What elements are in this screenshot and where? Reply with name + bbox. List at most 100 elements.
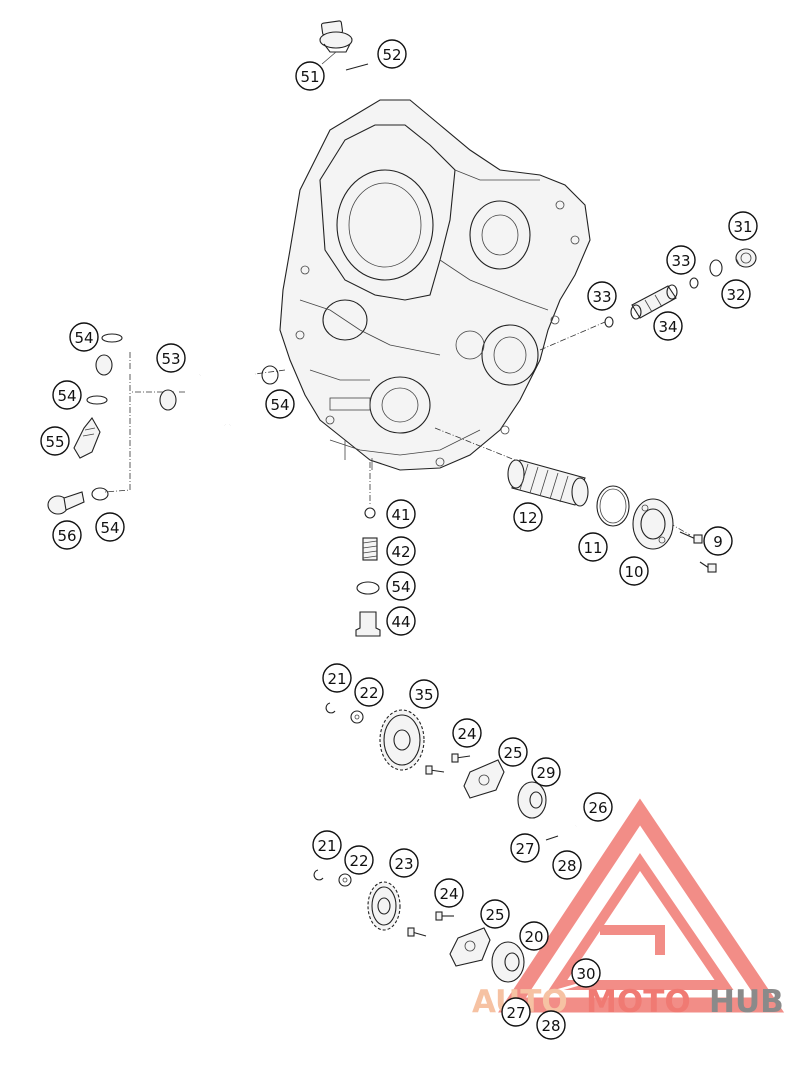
callout-number: 51: [300, 68, 319, 86]
callout-number: 25: [485, 906, 504, 924]
callout-circle: [409, 679, 439, 709]
callout-c55: 55: [40, 426, 70, 456]
callout-circle: [583, 792, 613, 822]
callout-number: 54: [100, 519, 119, 537]
part-rotor-29: [517, 781, 547, 819]
callout-circle: [377, 39, 407, 69]
callout-c56: 56: [52, 520, 82, 550]
part-dipstick: [319, 20, 369, 71]
callout-number: 54: [391, 578, 410, 596]
callout-number: 24: [457, 725, 476, 743]
part-ball-41: [364, 507, 376, 519]
callout-number: 54: [57, 387, 76, 405]
callout-c24b: 24: [434, 878, 464, 908]
callout-c42: 42: [386, 536, 416, 566]
callout-circle: [322, 663, 352, 693]
callout-circle: [344, 845, 374, 875]
callout-circle: [295, 61, 325, 91]
part-screws-24b: [407, 911, 454, 937]
callout-number: 52: [382, 46, 401, 64]
callout-number: 35: [414, 686, 433, 704]
callout-circle: [666, 245, 696, 275]
callout-c24a: 24: [452, 718, 482, 748]
callout-c52: 52: [377, 39, 407, 69]
part-screws-9: [679, 531, 717, 573]
callout-circle: [501, 997, 531, 1027]
part-shaft-30: [551, 982, 581, 994]
callout-c32: 32: [721, 279, 751, 309]
callout-c25b: 25: [480, 899, 510, 929]
callout-c22b: 22: [344, 845, 374, 875]
callout-c28a: 28: [552, 850, 582, 880]
callout-number: 54: [74, 329, 93, 347]
callout-circle: [578, 532, 608, 562]
crankcase: [279, 99, 591, 471]
part-strainer-34: [630, 284, 678, 320]
watermark-moto: MOTO: [586, 984, 691, 1020]
part-filter-cover-10: [632, 498, 674, 550]
callout-number: 21: [327, 670, 346, 688]
part-washer-54c: [261, 365, 279, 385]
callout-circle: [434, 878, 464, 908]
callout-c33a: 33: [666, 245, 696, 275]
callout-c35: 35: [409, 679, 439, 709]
leader-lines: [104, 321, 691, 536]
part-washer-54b: [86, 395, 108, 405]
callout-c11: 11: [578, 532, 608, 562]
callout-c34: 34: [653, 311, 683, 341]
callout-c26: 26: [583, 792, 613, 822]
part-washer-54d: [91, 487, 109, 501]
callout-number: 20: [524, 928, 543, 946]
callout-c54d: 54: [95, 512, 125, 542]
callout-number: 29: [536, 764, 555, 782]
callout-c21a: 21: [322, 663, 352, 693]
callout-number: 31: [733, 218, 752, 236]
callout-number: 21: [317, 837, 336, 855]
callout-c25a: 25: [498, 737, 528, 767]
logo-outer-triangle: [498, 798, 785, 1013]
part-bolt-56: [47, 491, 85, 515]
callout-number: 9: [713, 533, 723, 551]
callout-number: 55: [45, 433, 64, 451]
callout-number: 28: [557, 857, 576, 875]
callout-number: 44: [391, 613, 410, 631]
callout-c54e: 54: [386, 571, 416, 601]
part-washer-54a: [101, 333, 123, 343]
callout-number: 25: [503, 744, 522, 762]
callout-circle: [513, 502, 543, 532]
callout-c23: 23: [389, 848, 419, 878]
callout-circle: [265, 389, 295, 419]
callout-number: 22: [359, 684, 378, 702]
part-oring-11: [596, 485, 630, 527]
callout-circle: [531, 757, 561, 787]
callout-c12: 12: [513, 502, 543, 532]
callout-number: 32: [726, 286, 745, 304]
callout-number: 34: [658, 318, 677, 336]
callout-number: 54: [270, 396, 289, 414]
callout-circle: [389, 848, 419, 878]
part-oring-33a: [689, 277, 699, 289]
part-washer-32: [709, 259, 723, 277]
callout-circle: [703, 526, 733, 556]
callout-number: 33: [671, 252, 690, 270]
callout-number: 41: [391, 506, 410, 524]
callout-number: 30: [576, 965, 595, 983]
part-washer-22a: [350, 710, 364, 724]
callout-circle: [619, 556, 649, 586]
callout-number: 11: [583, 539, 602, 557]
part-gear-23: [367, 881, 401, 931]
callout-number: 28: [541, 1017, 560, 1035]
part-banjo-bolt-55: [73, 417, 101, 459]
callout-circle: [312, 830, 342, 860]
callout-circle: [95, 512, 125, 542]
logo-inner-triangle: [548, 853, 734, 990]
callout-c22a: 22: [354, 677, 384, 707]
callout-circle: [536, 1010, 566, 1040]
callout-c51: 51: [295, 61, 325, 91]
part-circlip-21b: [313, 869, 324, 881]
callout-c28b: 28: [536, 1010, 566, 1040]
part-cover-25a: [463, 759, 505, 799]
